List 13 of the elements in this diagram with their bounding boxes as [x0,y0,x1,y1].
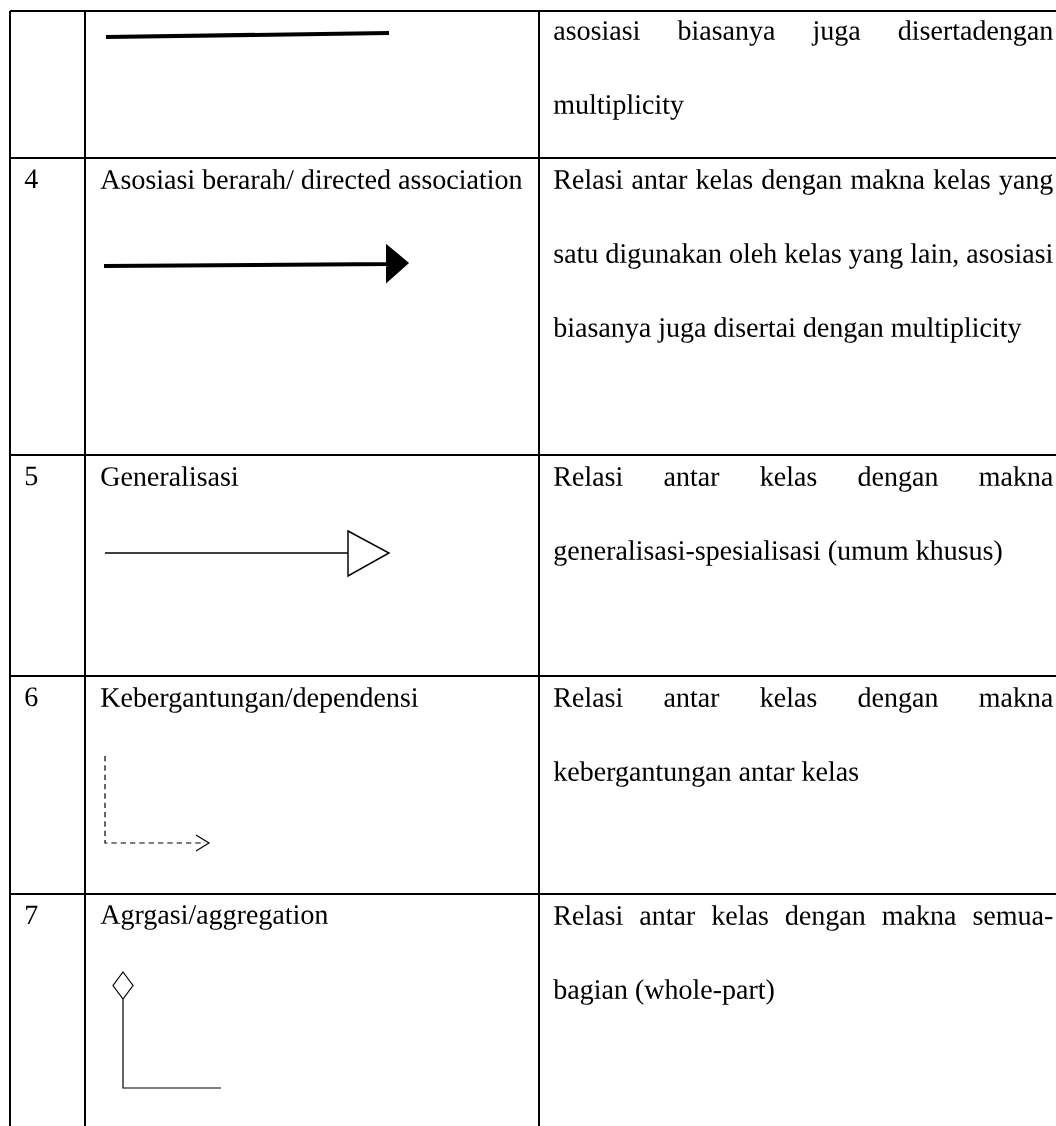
description-text: asosiasi biasanya juga disertadengan multiplicity [553,20,1053,120]
description-text: Relasi antar kelas dengan makna kelas yang satu digunakan oleh kelas yang lain, asosiasi biasanya juga disertai dengan multiplicity [553,169,1053,343]
description-text: Relasi antar kelas dengan makna kebergantungan antar kelas [553,687,1053,787]
description-text: Relasi antar kelas dengan makna generalisasi-spesialisasi (umum khusus) [554,466,1053,566]
row-number: 7 [26,905,38,924]
symbol-label: Asosiasi berarah/ directed association [100,169,523,189]
symbol-label: Kebergantungan/dependensi [101,687,419,713]
row-number: 4 [24,169,38,188]
description-text: Relasi antar kelas dengan makna semua-bagian (whole-part) [553,905,1053,1005]
row-number: 5 [25,466,38,486]
symbol-label: Generalisasi [101,466,239,486]
symbol-label: Agrgasi/aggregation [100,905,328,930]
row-number: 6 [25,687,38,707]
